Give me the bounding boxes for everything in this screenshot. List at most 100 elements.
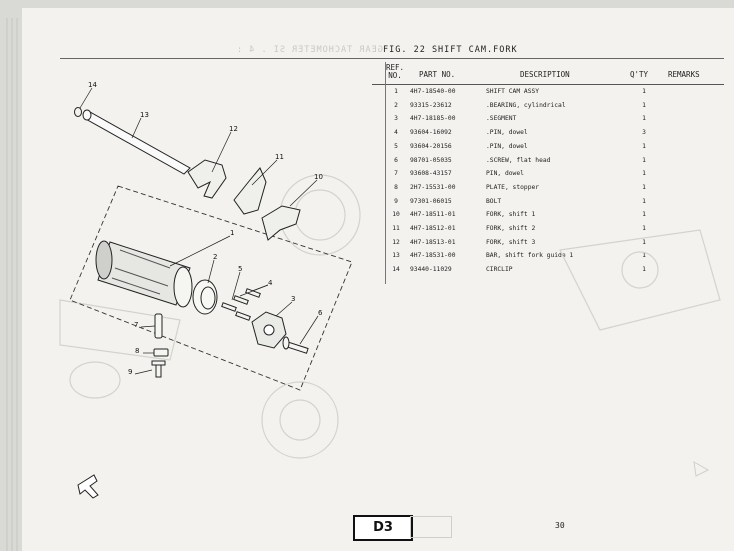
ref-cell: 6	[394, 156, 398, 164]
description-cell: FORK, shift 2	[486, 225, 536, 232]
page-edge	[6, 18, 8, 551]
callout-4: 4	[268, 279, 273, 287]
part-number-cell: 93604-20156	[410, 142, 452, 150]
description-cell: FORK, shift 3	[486, 238, 536, 246]
col-ref-label: REF. NO.	[385, 63, 405, 80]
quantity-cell: 3	[642, 129, 646, 137]
flat-head-screw	[282, 336, 309, 354]
description-cell: CIRCLIP	[486, 266, 513, 274]
part-number-cell: 93440-11029	[410, 266, 452, 274]
callout-8: 8	[135, 347, 140, 355]
figure-title: FIG. 22 SHIFT CAM.FORK	[383, 45, 518, 55]
bleed-through-arrow	[693, 461, 710, 477]
shift-cam-drum	[95, 240, 193, 308]
ref-cell: 10	[392, 211, 400, 219]
parts-row: 10 4H7-18511-01 FORK, shift 1 1	[0, 211, 734, 224]
ref-cell: 1	[394, 88, 398, 95]
part-number-cell: 93608-43157	[410, 170, 452, 178]
description-cell: FORK, shift 1	[486, 211, 536, 219]
header-rule	[60, 58, 724, 59]
description-cell: .SEGMENT	[486, 115, 517, 123]
col-part-header: PART NO.	[419, 70, 456, 79]
callout-10: 10	[314, 173, 323, 181]
callout-5: 5	[238, 265, 243, 273]
col-remarks-header: REMARKS	[668, 70, 700, 79]
callout-1: 1	[230, 229, 235, 237]
quantity-cell: 1	[642, 197, 646, 205]
description-cell: .SCREW, flat head	[486, 156, 551, 164]
callout-11: 11	[275, 153, 284, 161]
description-cell: BOLT	[486, 197, 502, 205]
leader-lines	[79, 87, 319, 375]
part-number-cell: 4H7-18513-01	[410, 238, 456, 246]
guide-bar	[82, 109, 191, 175]
page-edge	[16, 18, 18, 551]
callout-13: 13	[140, 111, 149, 119]
parts-row: 12 4H7-18513-01 FORK, shift 3 1	[0, 239, 734, 252]
bearing	[192, 279, 218, 315]
parts-row: 14 93440-11029 CIRCLIP 1	[0, 266, 734, 279]
callout-12: 12	[229, 125, 238, 133]
quantity-cell: 1	[642, 252, 646, 260]
col-ref-header: REF. NO.	[384, 64, 406, 80]
quantity-cell: 1	[642, 225, 646, 232]
ref-cell: 4	[394, 129, 398, 137]
lower-parts	[151, 313, 169, 378]
part-number-cell: 2H7-15531-00	[410, 183, 456, 191]
section-tag: D3	[353, 515, 413, 541]
parts-row: 9 97301-06015 BOLT 1	[0, 198, 734, 211]
quantity-cell: 1	[642, 266, 646, 274]
column-divider	[385, 62, 386, 284]
bleed-through-tag	[410, 516, 452, 538]
quantity-cell: 1	[642, 211, 646, 219]
ref-cell: 13	[392, 252, 400, 260]
page-edge	[11, 18, 13, 551]
part-number-cell: 97301-06015	[410, 197, 452, 205]
description-cell: SHIFT CAM ASSY	[486, 88, 540, 95]
part-number-cell: 98701-05035	[410, 156, 452, 164]
quantity-cell: 1	[642, 156, 646, 164]
description-cell: BAR, shift fork guide 1	[486, 252, 574, 260]
ref-cell: 14	[392, 266, 400, 274]
part-number-cell: 4H7-18185-00	[410, 115, 456, 123]
parts-row: 6 98701-05035 .SCREW, flat head 1	[0, 157, 734, 170]
page-number: 30	[555, 521, 565, 530]
ref-cell: 3	[394, 115, 398, 123]
circlip	[74, 107, 82, 117]
description-cell: PLATE, stopper	[486, 183, 540, 191]
ref-cell: 2	[394, 101, 398, 109]
ref-cell: 5	[394, 142, 398, 150]
assembly-boundary	[69, 185, 353, 391]
quantity-cell: 1	[642, 170, 646, 178]
ref-cell: 12	[392, 238, 400, 246]
part-number-cell: 4H7-18511-01	[410, 211, 456, 219]
part-number-cell: 4H7-18531-00	[410, 252, 456, 260]
part-number-cell: 4H7-18540-00	[410, 88, 456, 95]
segment	[251, 311, 287, 349]
ref-cell: 7	[394, 170, 398, 178]
part-number-cell: 93315-23612	[410, 101, 452, 109]
shift-forks	[187, 159, 301, 241]
callout-9: 9	[128, 368, 133, 376]
callout-3: 3	[291, 295, 296, 303]
description-cell: .BEARING, cylindrical	[486, 101, 566, 109]
quantity-cell: 1	[642, 101, 646, 109]
header-underline	[372, 84, 724, 85]
fwd-arrow-icon	[77, 474, 99, 499]
callout-14: 14	[88, 81, 97, 89]
dowel-pins	[221, 288, 261, 321]
ref-cell: 9	[394, 197, 398, 205]
quantity-cell: 1	[642, 238, 646, 246]
col-desc-header: DESCRIPTION	[520, 70, 570, 79]
parts-row: 13 4H7-18531-00 BAR, shift fork guide 1 1	[0, 252, 734, 265]
quantity-cell: 1	[642, 183, 646, 191]
quantity-cell: 1	[642, 142, 646, 150]
